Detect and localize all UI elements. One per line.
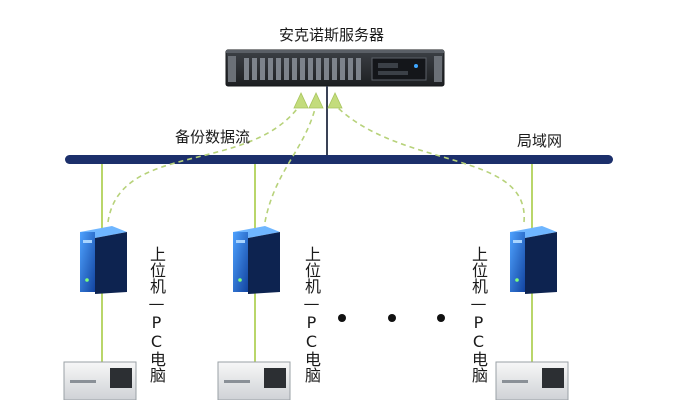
client-label-2: 上位机—PC电脑: [302, 246, 321, 383]
lab-instrument-icon: [495, 361, 569, 401]
ellipsis-dots-icon: [338, 314, 445, 322]
desktop-tower-icon: [80, 226, 127, 294]
lan-bus: [65, 155, 613, 164]
lab-instrument-icon: [217, 361, 291, 401]
backup-stream-label: 备份数据流: [175, 128, 251, 146]
lab-instrument-icon: [63, 361, 137, 401]
stream-arrowheads: [293, 92, 343, 109]
client-label-1: 上位机—PC电脑: [147, 246, 166, 383]
lan-label: 局域网: [517, 132, 563, 150]
client-label-3: 上位机—PC电脑: [469, 246, 488, 383]
client-drop-lines: [101, 164, 533, 362]
backup-stream-curves: [107, 104, 525, 223]
desktop-tower-icon: [510, 226, 557, 294]
rack-server-icon: [225, 49, 445, 87]
desktop-tower-icon: [233, 226, 280, 294]
server-label: 安克诺斯服务器: [279, 26, 385, 44]
